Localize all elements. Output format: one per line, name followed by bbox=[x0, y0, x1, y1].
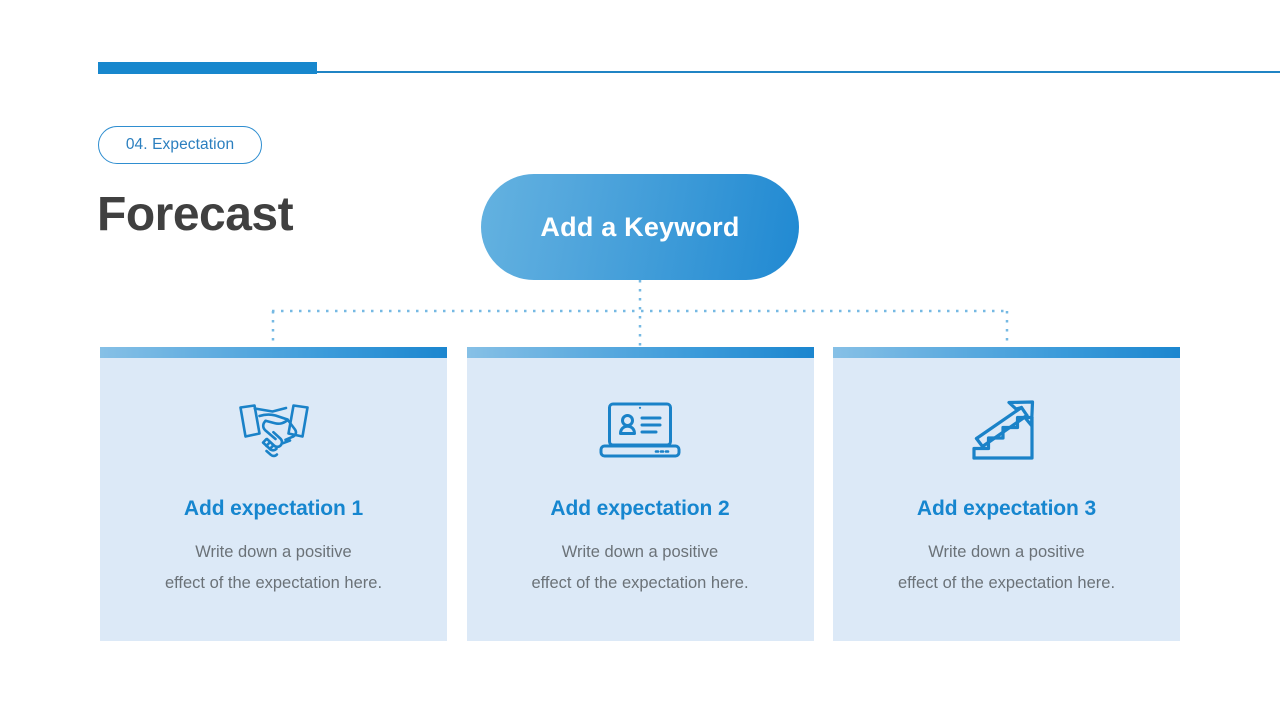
stairs-arrow-up-icon bbox=[969, 397, 1045, 465]
card-body: Write down a positive effect of the expe… bbox=[165, 537, 382, 599]
card-accent-bar bbox=[100, 347, 447, 358]
card-body: Write down a positive effect of the expe… bbox=[898, 537, 1115, 599]
keyword-pill-label: Add a Keyword bbox=[540, 211, 740, 242]
card-body-line-2: effect of the expectation here. bbox=[531, 574, 749, 592]
card-title: Add expectation 3 bbox=[916, 497, 1097, 520]
card-accent-bar bbox=[833, 347, 1180, 358]
card-accent-bar bbox=[466, 347, 814, 358]
expectation-card-2[interactable]: Add expectation 2 Write down a positive … bbox=[466, 347, 814, 641]
card-body-line-1: Write down a positive bbox=[561, 543, 719, 561]
card-body-line-2: effect of the expectation here. bbox=[897, 574, 1116, 592]
card-title: Add expectation 1 bbox=[183, 497, 364, 520]
card-body-line-1: Write down a positive bbox=[195, 543, 352, 561]
handshake-icon bbox=[237, 397, 311, 465]
expectation-card-1[interactable]: Add expectation 1 Write down a positive … bbox=[100, 347, 447, 641]
header-rule bbox=[98, 62, 1280, 74]
section-badge-label: 04. Expectation bbox=[125, 136, 235, 153]
expectation-card-3[interactable]: Add expectation 3 Write down a positive … bbox=[833, 347, 1180, 641]
header-rule-thin-segment bbox=[317, 71, 1280, 73]
card-body: Write down a positive effect of the expe… bbox=[531, 537, 748, 599]
card-body-line-1: Write down a positive bbox=[928, 543, 1085, 561]
card-title: Add expectation 2 bbox=[550, 497, 730, 520]
card-body-line-2: effect of the expectation here. bbox=[164, 574, 383, 592]
header-rule-thick-segment bbox=[98, 62, 317, 74]
keyword-pill-button[interactable]: Add a Keyword bbox=[481, 174, 799, 280]
section-badge[interactable]: 04. Expectation bbox=[98, 126, 262, 164]
page-title: Forecast bbox=[97, 188, 294, 241]
expectation-cards-row: Add expectation 1 Write down a positive … bbox=[100, 347, 1180, 641]
laptop-profile-icon bbox=[594, 397, 686, 465]
